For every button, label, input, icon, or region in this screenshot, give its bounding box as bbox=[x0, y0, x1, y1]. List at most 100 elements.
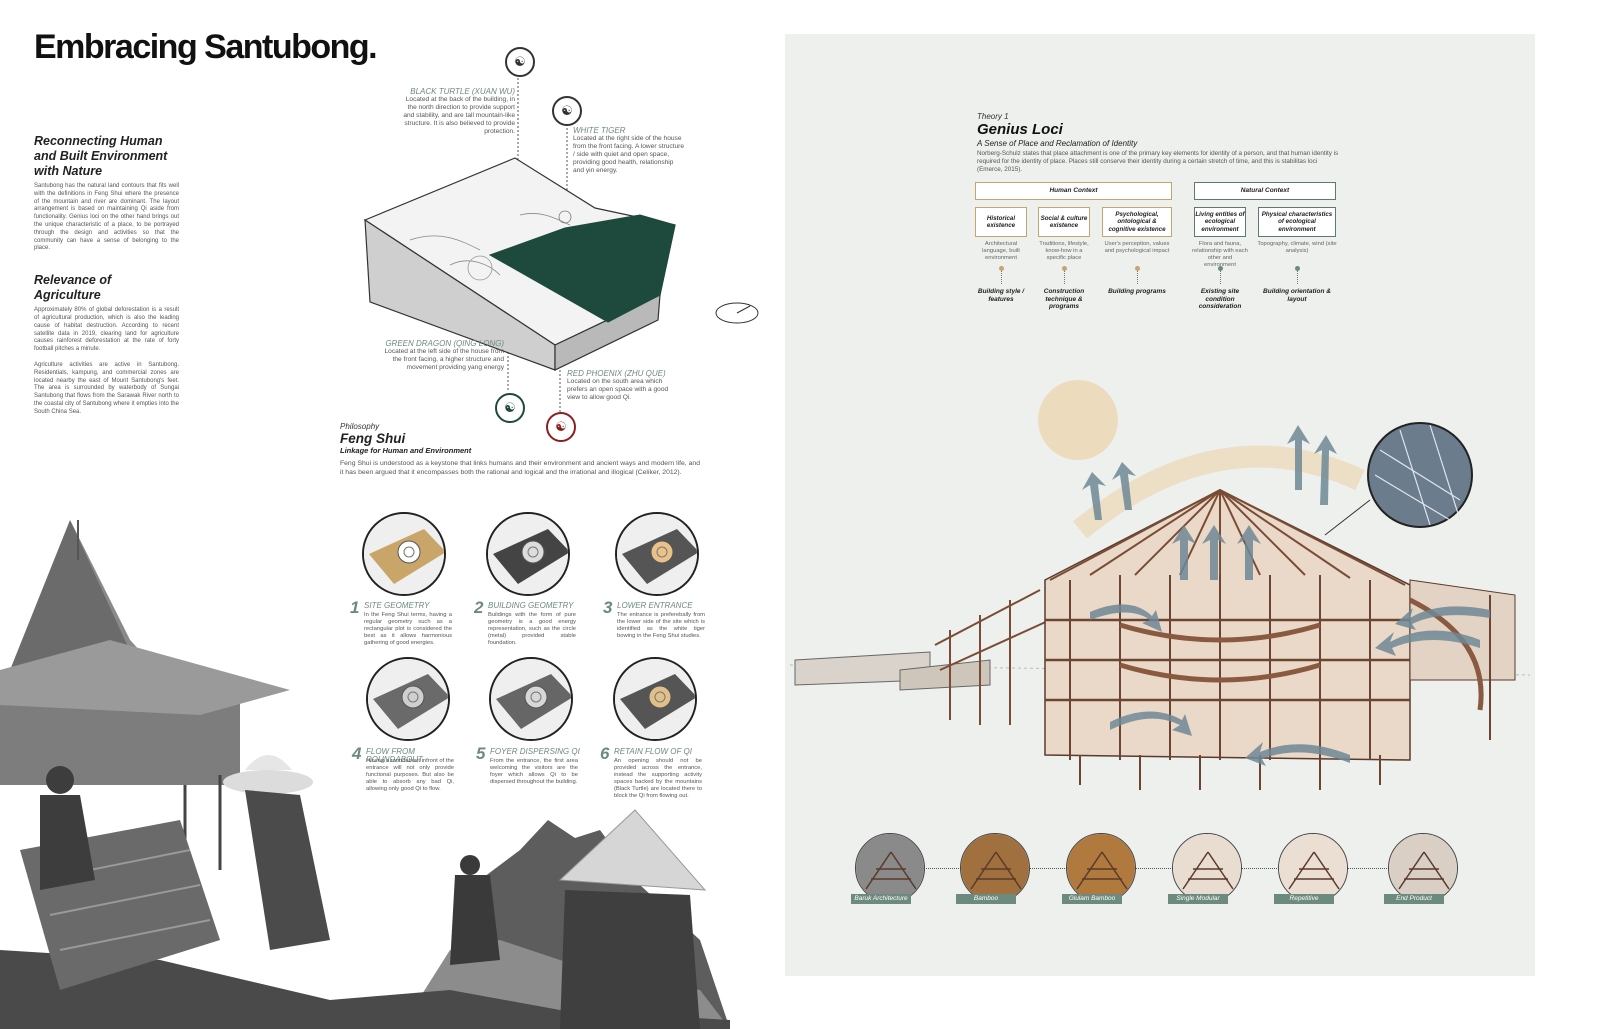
context-box: Psychological, ontological & cognitive e… bbox=[1102, 207, 1172, 237]
step-title: FLOW FROM ROUNDABOUT bbox=[366, 747, 423, 764]
white-tiger-icon: ☯ bbox=[552, 96, 582, 126]
connector-line bbox=[1064, 266, 1065, 284]
white-tiger-text: Located at the right side of the house f… bbox=[573, 135, 685, 174]
context-description: User's perception, values and psychologi… bbox=[1104, 241, 1170, 254]
red-phoenix-label: RED PHOENIX (ZHU QUE) bbox=[567, 369, 666, 378]
section-text-agriculture-1: Approximately 80% of global deforestatio… bbox=[34, 307, 179, 353]
community-photo-collage bbox=[0, 520, 730, 1029]
step-description: An opening should not be provided across… bbox=[614, 758, 702, 799]
evolution-stage-label: Baruk Architecture bbox=[851, 894, 911, 904]
human-context-header: Human Context bbox=[975, 182, 1172, 200]
fengshui-terrain-diagram bbox=[363, 78, 759, 412]
fengshui-subheading: Linkage for Human and Environment bbox=[340, 446, 472, 455]
step-number: 4 bbox=[352, 744, 362, 763]
green-dragon-label: GREEN DRAGON (QING LONG) bbox=[385, 339, 504, 348]
step-6-diagram bbox=[613, 657, 697, 741]
step-title: BUILDING GEOMETRY bbox=[488, 601, 574, 610]
fengshui-section: Philosophy Feng Shui Linkage for Human a… bbox=[340, 422, 700, 477]
step-description: From the entrance, the first area welcom… bbox=[490, 758, 578, 785]
green-dragon-text: Located at the left side of the house fr… bbox=[384, 348, 505, 371]
context-outcome: Construction technique & programs bbox=[1043, 288, 1085, 311]
step-number: 6 bbox=[600, 744, 610, 763]
context-outcome: Existing site condition consideration bbox=[1198, 288, 1242, 311]
connector-line bbox=[1297, 266, 1298, 284]
natural-context-header: Natural Context bbox=[1194, 182, 1336, 200]
section-heading-agriculture: Relevance of Agriculture bbox=[34, 273, 112, 303]
context-box: Historical existence bbox=[975, 207, 1027, 237]
step-1-diagram bbox=[362, 512, 446, 596]
philosophy-label: Philosophy bbox=[340, 422, 380, 431]
context-description: Architectural language, built environmen… bbox=[982, 241, 1020, 261]
black-turtle-label: BLACK TURTLE (XUAN WU) bbox=[410, 87, 515, 96]
step-title: FOYER DISPERSING QI bbox=[490, 747, 580, 756]
evolution-stage-label: Bamboo bbox=[956, 894, 1016, 904]
intro-section: Reconnecting Human and Built Environment… bbox=[34, 134, 179, 417]
step-number: 5 bbox=[476, 744, 486, 763]
connector-dot bbox=[998, 266, 1004, 271]
context-description: Traditions, lifestyle, know-how in a spe… bbox=[1039, 241, 1089, 261]
green-dragon-annotation: GREEN DRAGON (QING LONG) Located at the … bbox=[384, 339, 505, 372]
red-phoenix-icon: ☯ bbox=[546, 412, 576, 442]
connector-dot bbox=[1294, 266, 1300, 271]
step-number: 1 bbox=[350, 598, 360, 617]
context-outcome: Building programs bbox=[1108, 288, 1166, 295]
page-title: Embracing Santubong. bbox=[34, 28, 378, 66]
building-section-illustration bbox=[790, 380, 1530, 790]
step-title: LOWER ENTRANCE bbox=[617, 601, 693, 610]
evolution-stage-image bbox=[1388, 833, 1458, 903]
green-dragon-icon: ☯ bbox=[495, 393, 525, 423]
step-description: The entrance is preferebally from the lo… bbox=[617, 612, 705, 639]
fengshui-heading: Feng Shui bbox=[340, 431, 406, 446]
connector-dot bbox=[1217, 266, 1223, 271]
context-description: Flora and fauna, relationship with each … bbox=[1192, 241, 1248, 268]
black-turtle-icon: ☯ bbox=[505, 47, 535, 77]
step-number: 3 bbox=[603, 598, 613, 617]
theory-label: Theory 1 bbox=[977, 112, 1009, 121]
white-tiger-annotation: WHITE TIGER Located at the right side of… bbox=[573, 126, 685, 175]
genius-loci-subheading: A Sense of Place and Reclamation of Iden… bbox=[977, 139, 1138, 148]
evolution-stage-label: Glulam Bamboo bbox=[1062, 894, 1122, 904]
evolution-stage-image bbox=[855, 833, 925, 903]
evolution-stage-label: Repetitive bbox=[1274, 894, 1334, 904]
evolution-connector bbox=[890, 868, 1425, 869]
connector-dot bbox=[1134, 266, 1140, 271]
context-box: Physical characteristics of ecological e… bbox=[1258, 207, 1336, 237]
white-tiger-label: WHITE TIGER bbox=[573, 126, 626, 135]
evolution-stage-image bbox=[1172, 833, 1242, 903]
context-outcome: Building orientation & layout bbox=[1263, 288, 1331, 303]
evolution-stage-image bbox=[1278, 833, 1348, 903]
step-title: RETAIN FLOW OF QI bbox=[614, 747, 692, 756]
step-2-diagram bbox=[486, 512, 570, 596]
context-box: Living entities of ecological environmen… bbox=[1194, 207, 1246, 237]
connector-dot bbox=[1061, 266, 1067, 271]
red-phoenix-annotation: RED PHOENIX (ZHU QUE) Located on the sou… bbox=[567, 369, 679, 402]
section-heading-reconnecting: Reconnecting Human and Built Environment… bbox=[34, 134, 168, 178]
step-4-diagram bbox=[366, 657, 450, 741]
step-title: SITE GEOMETRY bbox=[364, 601, 430, 610]
step-5-diagram bbox=[489, 657, 573, 741]
evolution-stage-label: Single Modular bbox=[1168, 894, 1228, 904]
context-outcome: Building style / features bbox=[977, 288, 1025, 303]
connector-line bbox=[1001, 266, 1002, 284]
sun-icon bbox=[1038, 380, 1118, 460]
genius-loci-text: Norberg-Schulz states that place attachm… bbox=[977, 150, 1339, 173]
black-turtle-annotation: BLACK TURTLE (XUAN WU) Located at the ba… bbox=[400, 87, 515, 136]
black-turtle-text: Located at the back of the building, in … bbox=[403, 96, 515, 135]
connector-line bbox=[1220, 266, 1221, 284]
section-text-reconnecting: Santubong has the natural land contours … bbox=[34, 183, 179, 252]
step-description: Having a roundabout infront of the entra… bbox=[366, 758, 454, 792]
context-description: Topography, climate, wind (site analysis… bbox=[1257, 241, 1337, 254]
genius-loci-header: Theory 1 Genius Loci A Sense of Place an… bbox=[977, 112, 1339, 173]
connector-line bbox=[1137, 266, 1138, 284]
evolution-stage-label: End Product bbox=[1384, 894, 1444, 904]
step-3-diagram bbox=[615, 512, 699, 596]
evolution-stage-image bbox=[1066, 833, 1136, 903]
red-phoenix-text: Located on the south area which prefers … bbox=[567, 378, 669, 401]
evolution-stage-image bbox=[960, 833, 1030, 903]
genius-loci-heading: Genius Loci bbox=[977, 121, 1063, 138]
step-description: Buildings with the form of pure geometry… bbox=[488, 612, 576, 646]
context-box: Social & culture existence bbox=[1038, 207, 1090, 237]
step-description: In the Feng Shui terms, having a regular… bbox=[364, 612, 452, 646]
step-number: 2 bbox=[474, 598, 484, 617]
fengshui-text: Feng Shui is understood as a keystone th… bbox=[340, 460, 700, 476]
